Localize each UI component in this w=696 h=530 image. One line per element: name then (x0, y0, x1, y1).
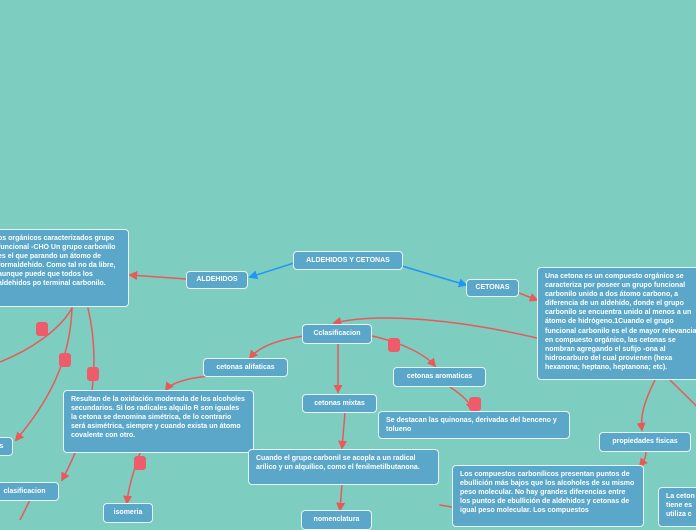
cetona-definition-text: Una cetona es un compuesto orgánico se c… (545, 273, 696, 371)
link-clas-aromaticas (371, 335, 437, 368)
aromaticas-definition-node[interactable]: Se destacan las quinonas, derivadas del … (378, 411, 570, 439)
collapse-marker[interactable] (59, 353, 71, 367)
collapse-marker[interactable] (388, 338, 400, 352)
cetonas-node[interactable]: CETONAS (466, 279, 519, 297)
link-aldehidos-def (128, 271, 187, 281)
link-prop-def (638, 451, 648, 468)
collapse-marker[interactable] (36, 322, 48, 336)
root-node[interactable]: ALDEHIDOS Y CETONAS (293, 251, 403, 270)
right-fragment-node[interactable]: La ceton tiene es utiliza c (658, 487, 696, 527)
aldehidos-label: ALDEHIDOS (196, 276, 238, 284)
nomenclatura-node[interactable]: nomenclatura (301, 510, 372, 530)
link-mixtas-def (338, 412, 348, 450)
mixtas-node[interactable]: cetonas mixtas (302, 394, 377, 413)
mixtas-label: cetonas mixtas (314, 399, 365, 407)
aromaticas-node[interactable]: cetonas aromaticas (393, 367, 486, 387)
alifaticas-definition-text: Resultan de la oxidación moderada de los… (71, 396, 245, 440)
nomenclatura-label: nomenclatura (313, 516, 360, 524)
root-label: ALDEHIDOS Y CETONAS (306, 256, 390, 264)
link-def-propiedades (636, 379, 656, 432)
link-root-cetonas (401, 265, 468, 288)
link-left-2 (14, 307, 73, 442)
left-fragment-node[interactable]: s (0, 437, 13, 456)
aldehidos-definition-text: os orgánicos caracterizados grupo funcio… (0, 235, 116, 288)
propiedades-node[interactable]: propiedades fisicas (599, 432, 691, 452)
link-mixdef-propdef (439, 504, 453, 508)
aldehidos-node[interactable]: ALDEHIDOS (186, 271, 248, 289)
link-mixdef-nomenclatura (336, 483, 346, 512)
cetonas-label: CETONAS (475, 284, 510, 292)
link-root-aldehidos (248, 262, 295, 280)
collapse-marker[interactable] (87, 367, 99, 381)
aldehidos-definition-node[interactable]: os orgánicos caracterizados grupo funcio… (0, 229, 129, 307)
link-left-4 (19, 499, 31, 520)
clasificacion-node[interactable]: Cclasificacion (302, 324, 372, 344)
mixtas-definition-text: Cuando el grupo carbonil se acopla a un … (256, 455, 420, 472)
isomeria-node[interactable]: isomeria (103, 503, 153, 523)
right-fragment-text: La ceton tiene es utiliza c (666, 493, 695, 519)
link-left-1 (0, 307, 73, 363)
aromaticas-label: cetonas aromaticas (406, 373, 473, 381)
alifaticas-label: cetonas alifaticas (216, 363, 275, 371)
link-def-right (669, 379, 696, 407)
link-clas-alifaticas (248, 335, 305, 360)
mixtas-definition-node[interactable]: Cuando el grupo carbonil se acopla a un … (248, 449, 439, 485)
propiedades-label: propiedades fisicas (612, 438, 678, 446)
alifaticas-node[interactable]: cetonas alifaticas (203, 358, 288, 377)
propiedades-definition-text: Los compuestos carbonílicos presentan pu… (460, 471, 635, 515)
propiedades-definition-node[interactable]: Los compuestos carbonílicos presentan pu… (452, 465, 644, 527)
link-alif-def (164, 375, 211, 392)
collapse-marker[interactable] (134, 456, 146, 470)
left-fragment-label: s (0, 442, 3, 451)
alifaticas-definition-node[interactable]: Resultan de la oxidación moderada de los… (63, 390, 254, 453)
collapse-marker[interactable] (469, 397, 481, 411)
link-def-clasificacion (332, 316, 538, 339)
clasificacion-label: Cclasificacion (313, 330, 361, 338)
link-cetonas-def (518, 292, 539, 302)
left-clasificacion-label: clasificacion (3, 487, 46, 495)
cetona-definition-node[interactable]: Una cetona es un compuesto orgánico se c… (537, 267, 696, 380)
left-clasificacion-node[interactable]: clasificacion (0, 482, 59, 501)
isomeria-label: isomeria (113, 509, 143, 517)
aromaticas-definition-text: Se destacan las quinonas, derivadas del … (386, 417, 557, 434)
